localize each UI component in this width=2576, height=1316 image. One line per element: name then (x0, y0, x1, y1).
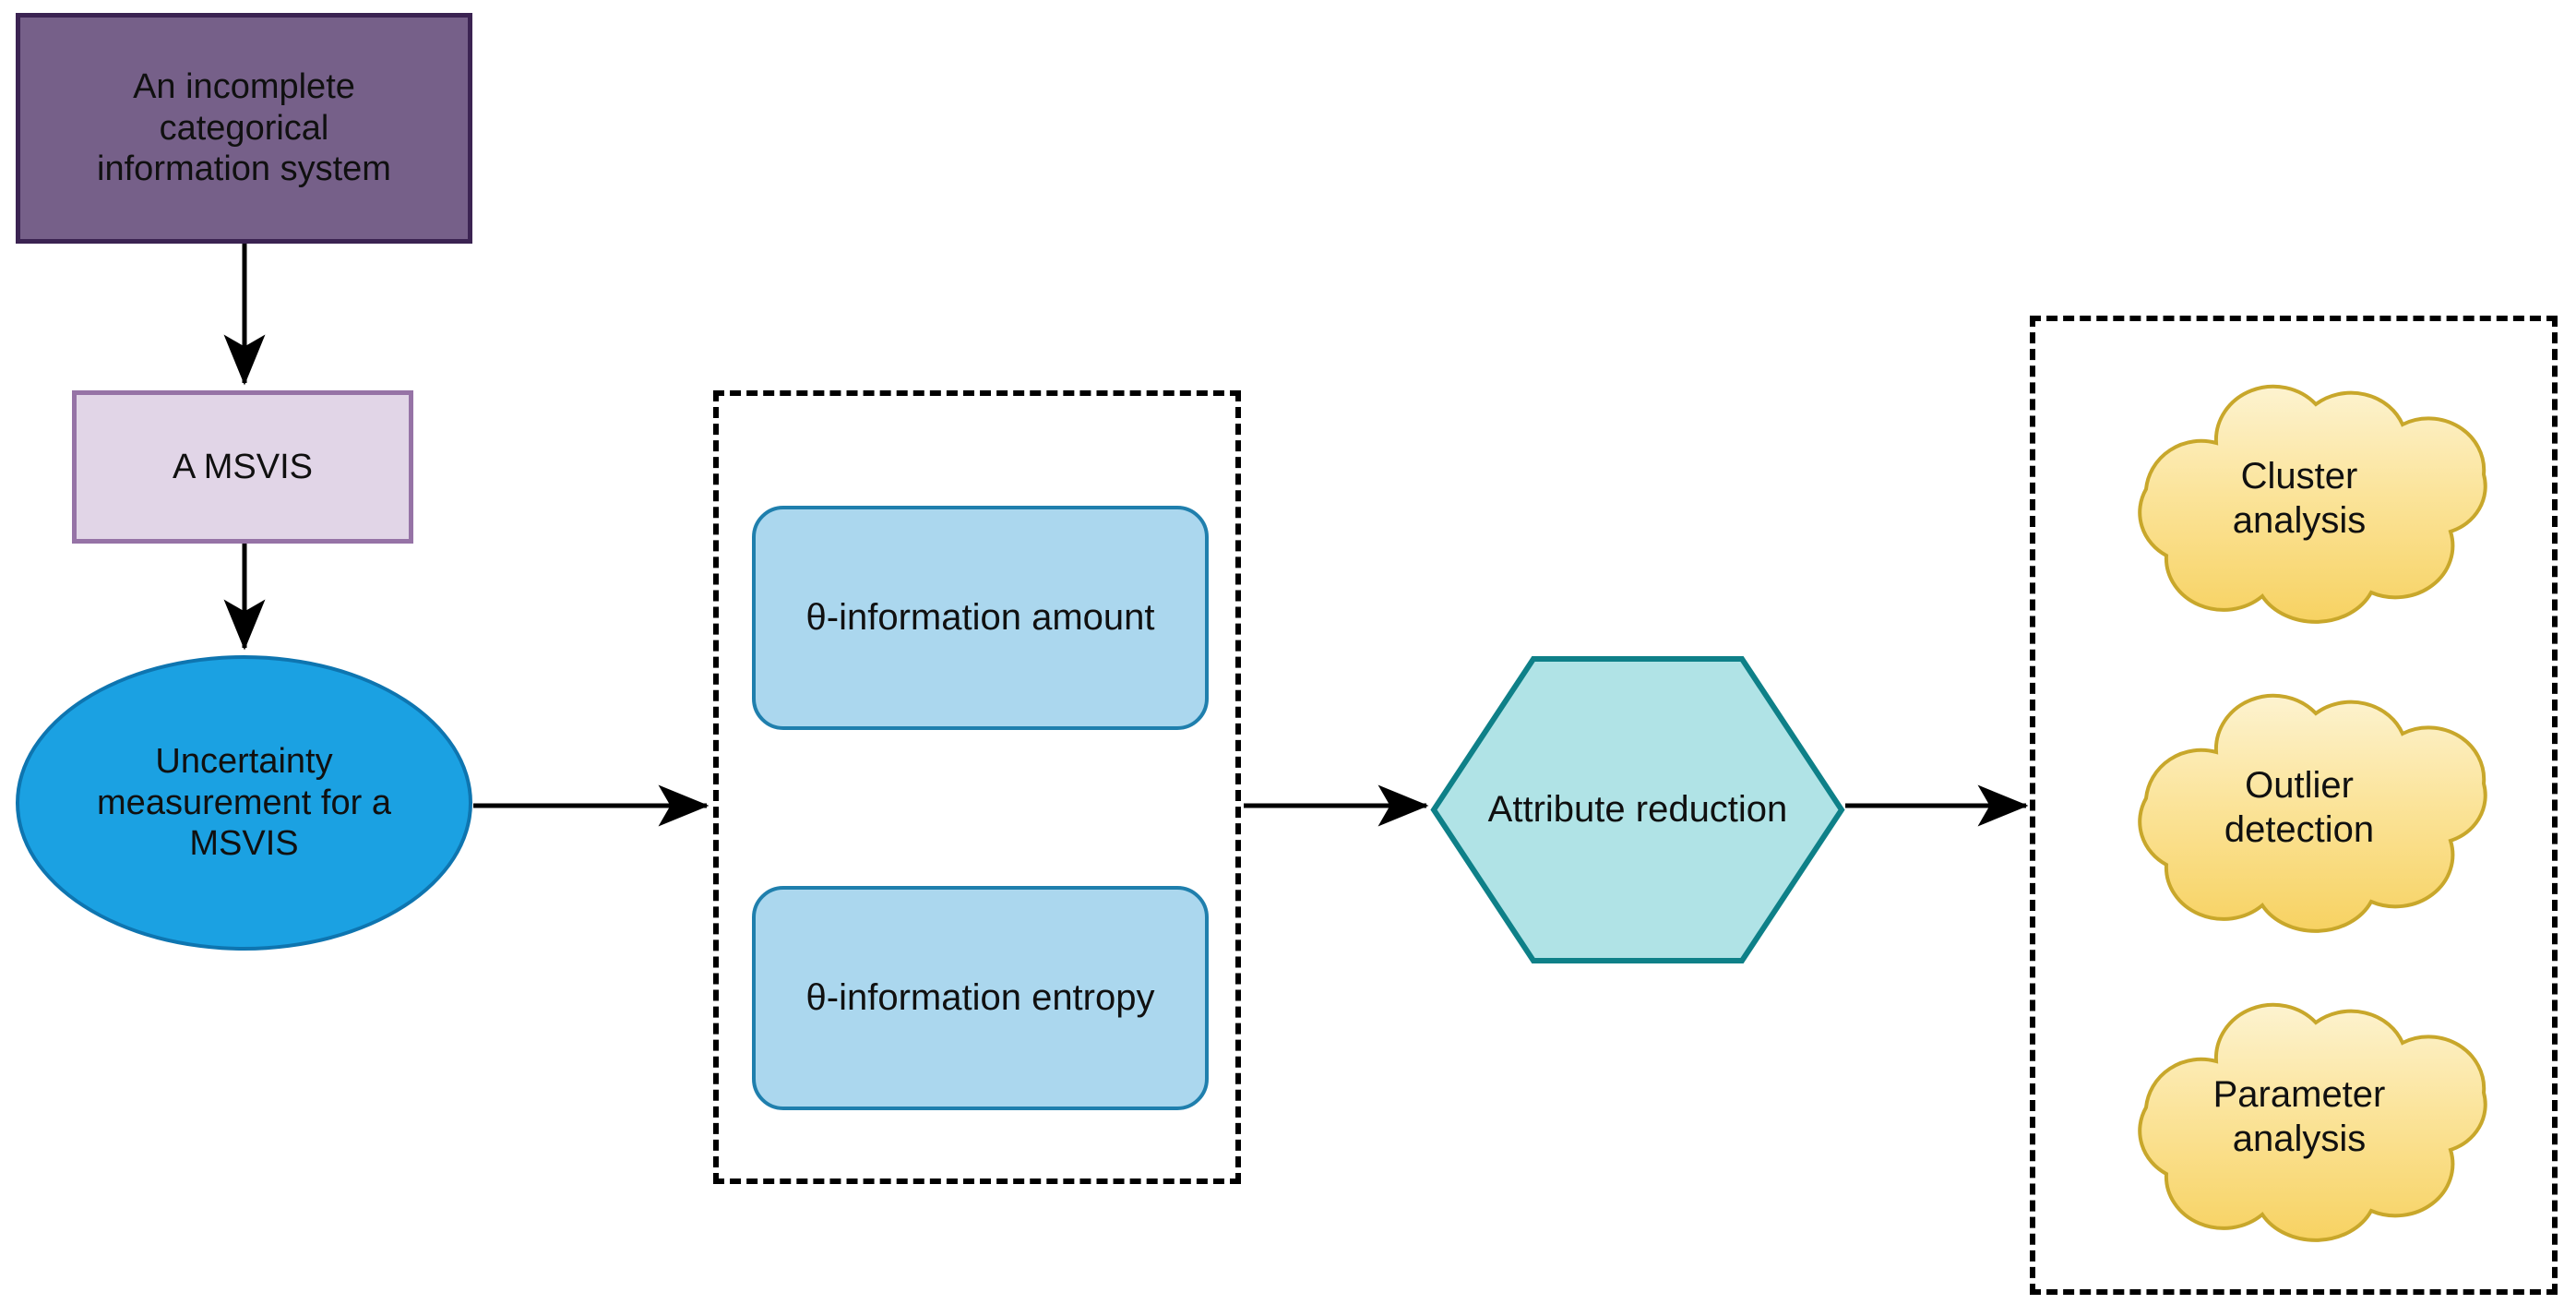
cloud-shape (2138, 384, 2487, 624)
node-label: θ-information amount (805, 596, 1155, 638)
node-label-line-2: measurement for a (97, 783, 391, 822)
node-label: A MSVIS (172, 447, 314, 486)
node-label-line-2: categorical (159, 108, 329, 148)
cloud-shape (2138, 693, 2487, 933)
cloud-shape (2138, 1002, 2487, 1242)
node-a-msvis[interactable]: A MSVIS (72, 390, 413, 544)
node-label: Outlier detection (2078, 669, 2521, 946)
node-label: Cluster analysis (2078, 360, 2521, 637)
node-theta-information-amount[interactable]: θ-information amount (752, 506, 1209, 730)
node-uncertainty-measurement[interactable]: Uncertainty measurement for a MSVIS (16, 655, 472, 951)
node-label-line-1: An incomplete (133, 66, 355, 106)
node-outlier-detection[interactable]: Outlier detection (2078, 669, 2521, 946)
node-label-line-2: analysis (2232, 1119, 2367, 1159)
node-incomplete-categorical-information-system[interactable]: An incomplete categorical information sy… (16, 13, 472, 244)
node-parameter-analysis[interactable]: Parameter analysis (2078, 978, 2521, 1255)
node-label-line-2: analysis (2232, 500, 2367, 541)
group-applications (2030, 316, 2558, 1295)
node-label-line-3: information system (97, 150, 391, 189)
node-label-line-1: Outlier (2245, 765, 2354, 806)
node-label-line-3: MSVIS (189, 824, 299, 864)
node-label: An incomplete categorical information sy… (97, 66, 391, 190)
node-cluster-analysis[interactable]: Cluster analysis (2078, 360, 2521, 637)
group-uncertainty-measures (713, 390, 1241, 1184)
node-label: θ-information entropy (805, 976, 1155, 1018)
node-label-line-1: Cluster (2240, 456, 2358, 496)
node-label-line-1: Uncertainty (155, 741, 333, 781)
node-theta-information-entropy[interactable]: θ-information entropy (752, 886, 1209, 1110)
hexagon-shape (1430, 656, 1845, 963)
node-label: Uncertainty measurement for a MSVIS (97, 741, 391, 865)
node-attribute-reduction[interactable]: Attribute reduction (1430, 655, 1845, 964)
node-label: Parameter analysis (2078, 978, 2521, 1255)
node-label-line-2: detection (2224, 809, 2375, 850)
node-label: Attribute reduction (1487, 789, 1788, 830)
node-label-line-1: Parameter (2212, 1074, 2386, 1115)
